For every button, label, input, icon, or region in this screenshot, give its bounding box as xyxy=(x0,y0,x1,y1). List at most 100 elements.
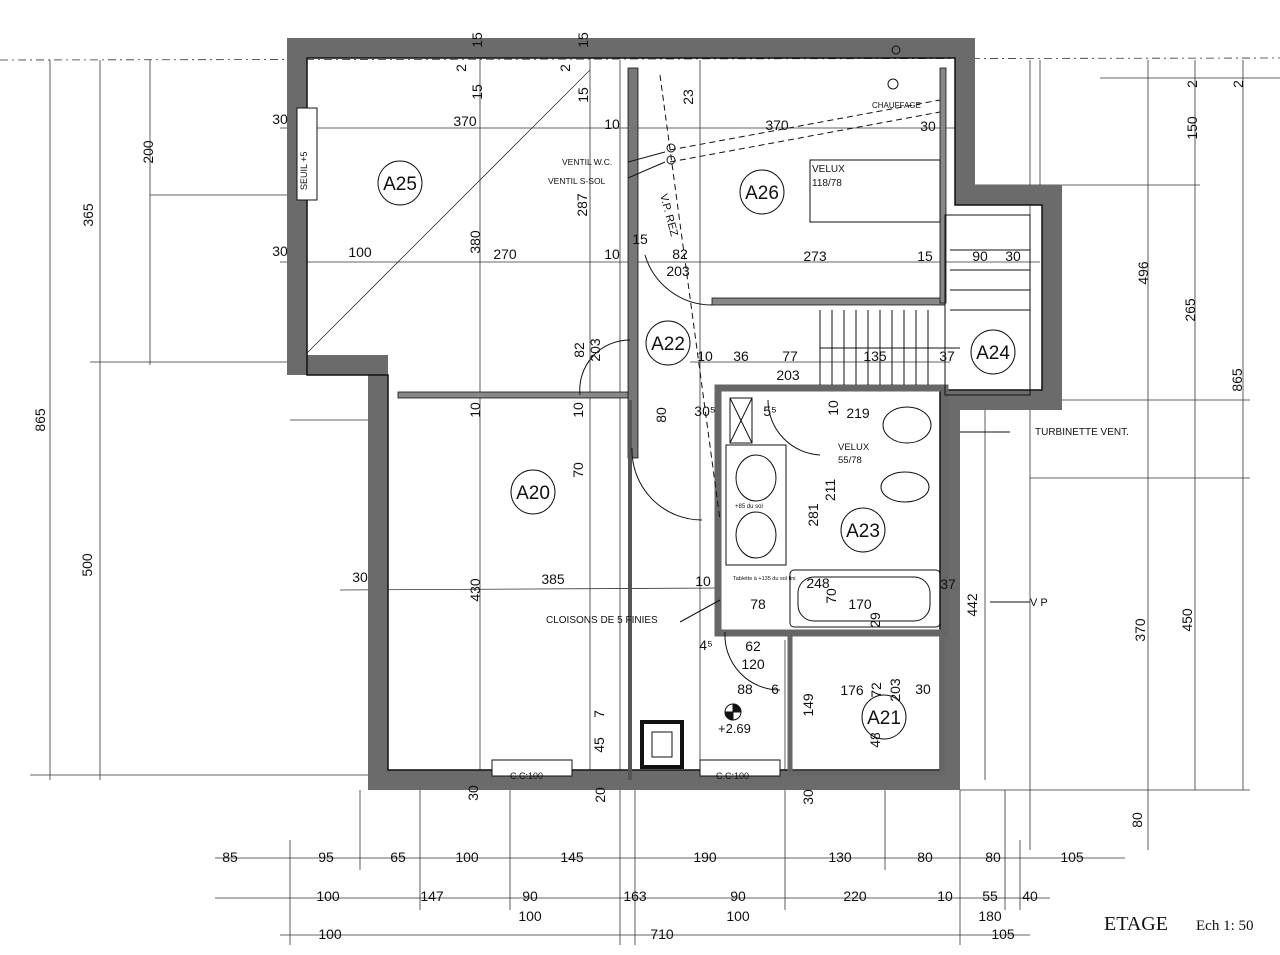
dimension-label: 37 xyxy=(939,348,955,364)
note-velux-a26-size: 118/78 xyxy=(812,178,842,189)
dimension-label: 82 xyxy=(672,246,688,262)
dimension-label: 80 xyxy=(653,407,669,423)
dimension-label: 370 xyxy=(1132,618,1148,642)
dimension-label: 450 xyxy=(1179,608,1195,632)
dimension-label: 23 xyxy=(680,89,696,105)
dimension-label: 100 xyxy=(518,908,542,924)
dimension-label: 100 xyxy=(455,849,479,865)
room-label: A23 xyxy=(846,521,880,542)
room-circle xyxy=(645,320,691,366)
dimension-label: 90 xyxy=(522,888,538,904)
dimension-label: 15 xyxy=(469,32,485,48)
dimension-label: 90 xyxy=(730,888,746,904)
dimension-label: 270 xyxy=(493,246,517,262)
dimension-label: 365 xyxy=(80,203,96,227)
dimension-label: 65 xyxy=(390,849,406,865)
room-circle xyxy=(861,694,907,740)
room-circle xyxy=(739,169,785,215)
dimension-label: 30 xyxy=(352,569,368,585)
note-ventil-ssol: VENTIL S-SOL xyxy=(548,176,606,186)
dimension-label: 10 xyxy=(570,402,586,418)
dimension-label: 200 xyxy=(140,140,156,164)
dimension-label: 147 xyxy=(420,888,444,904)
dimension-label: 95 xyxy=(318,849,334,865)
dimension-label: 82 xyxy=(571,342,587,358)
dimension-label: 2 xyxy=(1184,80,1200,88)
dimension-label: 149 xyxy=(800,693,816,717)
dimension-label: 265 xyxy=(1182,298,1198,322)
dimension-label: 865 xyxy=(32,408,48,432)
dimension-label: 100 xyxy=(318,926,342,942)
dimension-label: 100 xyxy=(348,244,372,260)
dimension-label: 105 xyxy=(1060,849,1084,865)
fixtures xyxy=(579,45,1030,721)
dimension-label: 219 xyxy=(846,405,870,421)
dimension-label: 865 xyxy=(1229,368,1245,392)
dimension-label: 10 xyxy=(467,402,483,418)
dimension-label: 77 xyxy=(782,348,798,364)
dimension-label: 62 xyxy=(745,638,761,654)
dimension-label: 30 xyxy=(915,681,931,697)
dimension-label: 36 xyxy=(733,348,749,364)
dimension-label: 90 xyxy=(972,248,988,264)
construction-lines xyxy=(0,40,1280,945)
dimension-label: 7 xyxy=(591,710,607,718)
dimension-label: 30⁵ xyxy=(694,403,715,419)
dimension-label: 170 xyxy=(848,596,872,612)
dimension-label: 80 xyxy=(1129,812,1145,828)
dimension-label: 10 xyxy=(604,116,620,132)
dimension-label: 6 xyxy=(771,681,779,697)
dimension-label: 30 xyxy=(920,118,936,134)
dimension-label: 273 xyxy=(803,248,827,264)
plan-scale: Ech 1: 50 xyxy=(1196,918,1254,934)
note-plus85: +85 du sol xyxy=(735,504,763,510)
dimension-label: 70 xyxy=(823,588,839,604)
dimension-label: 48 xyxy=(867,732,883,748)
dimension-label: 145 xyxy=(560,849,584,865)
dimension-label: 150 xyxy=(1184,116,1200,140)
dimension-label: 203 xyxy=(776,367,800,383)
room-circle xyxy=(377,160,423,206)
dimension-label: 30 xyxy=(1005,248,1021,264)
dimension-label: 10 xyxy=(937,888,953,904)
note-vp: V P xyxy=(1030,597,1048,609)
dimension-label: 380 xyxy=(467,230,483,254)
dimension-label: 130 xyxy=(828,849,852,865)
note-turbinette: TURBINETTE VENT. xyxy=(1035,427,1129,438)
note-velux-a23-size: 55/78 xyxy=(838,455,862,466)
note-cc1: C.C:100 xyxy=(510,771,543,781)
dimension-label: 10 xyxy=(825,400,841,416)
dimension-label: 496 xyxy=(1135,261,1151,285)
dimension-label: 15 xyxy=(575,87,591,103)
room-label: A24 xyxy=(976,343,1010,364)
dimension-label: 10 xyxy=(604,246,620,262)
dimension-label: 100 xyxy=(316,888,340,904)
dimension-label: 135 xyxy=(863,348,887,364)
dimension-label: 287 xyxy=(574,193,590,217)
note-seuil: SEUIL +5 xyxy=(299,152,309,190)
dimension-label: 15 xyxy=(632,231,648,247)
room-circle xyxy=(840,507,886,553)
dimension-label: 5⁵ xyxy=(763,403,777,419)
dimension-label: 211 xyxy=(822,479,838,502)
plan-title: ETAGE xyxy=(1104,913,1168,935)
dimension-label: 163 xyxy=(623,888,647,904)
note-velux-a23: VELUX xyxy=(838,442,870,453)
dimension-label: 2 xyxy=(557,64,573,72)
room-circle xyxy=(510,469,556,515)
dimension-label: 85 xyxy=(222,849,238,865)
dimension-label: 10 xyxy=(695,573,711,589)
dimension-label: 37 xyxy=(940,576,956,592)
dimension-label: 70 xyxy=(570,462,586,478)
note-velux-a26: VELUX xyxy=(812,164,845,175)
dimension-label: 385 xyxy=(541,571,565,587)
room-label: A20 xyxy=(516,483,550,504)
note-ventil-wc: VENTIL W.C. xyxy=(562,157,612,167)
dimension-label: 29 xyxy=(867,612,883,628)
dimension-label: 4⁵ xyxy=(699,637,713,653)
dimension-label: 220 xyxy=(843,888,867,904)
dimension-label: 15 xyxy=(575,32,591,48)
dimension-label: 442 xyxy=(964,593,980,617)
